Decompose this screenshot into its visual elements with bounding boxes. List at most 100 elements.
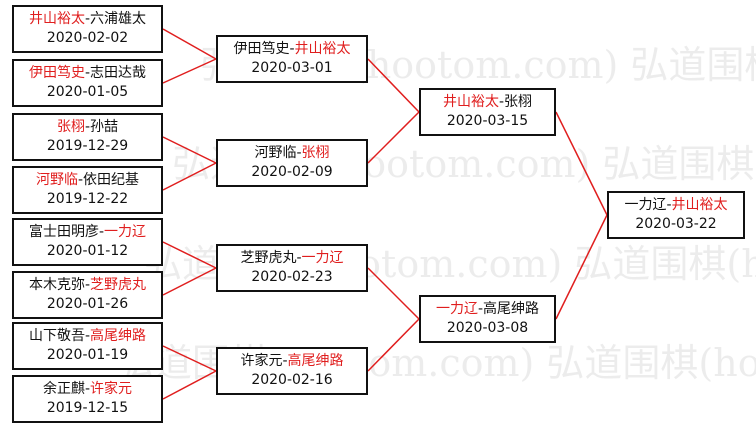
player-name: 河野临 [35,172,78,188]
match-players: 富士田明彦-一力辽 [29,223,146,242]
separator: - [84,65,91,81]
player-name: 一力辽 [301,250,344,266]
match-date: 2020-02-23 [251,269,333,285]
player-name: 伊田笃史 [28,65,85,81]
match-players: 伊田笃史-志田达哉 [29,64,146,83]
player-name: 余正麒 [42,381,85,397]
player-name: 张栩 [301,145,330,161]
player-name: 张栩 [56,119,85,135]
match-date: 2020-02-16 [251,372,333,388]
separator: - [98,224,105,240]
match-date: 2020-01-12 [46,243,129,259]
player-name: 六浦雄太 [90,11,147,27]
player-name: 志田达哉 [90,65,147,81]
player-name: 一力辽 [104,224,147,240]
match-date: 2020-03-08 [446,320,529,336]
player-name: 河野临 [254,145,297,161]
separator: - [296,250,302,266]
separator: - [498,94,505,110]
player-name: 高尾绅路 [90,328,147,344]
match-date: 2020-02-02 [46,30,129,46]
connector-line [162,162,217,191]
match-players: 井山裕太-六浦雄太 [29,10,146,29]
player-name: 芝野虎丸 [90,277,147,293]
connector-line [555,111,608,216]
match-date: 2020-01-26 [46,296,129,312]
match-players: 河野临-张栩 [254,144,329,163]
separator: - [84,381,91,397]
separator: - [296,145,302,161]
player-name: 井山裕太 [442,94,499,110]
player-name: 本木克弥 [28,277,85,293]
separator: - [477,301,484,317]
match-players: 余正麒-许家元 [43,380,132,399]
connector-line [162,58,217,84]
connector-line [367,58,420,113]
player-name: 依田纪基 [83,172,140,188]
separator: - [666,197,672,213]
player-name: 高尾绅路 [287,353,344,369]
match-players: 河野临-依田纪基 [36,171,139,190]
player-name: 许家元 [90,381,133,397]
separator: - [84,328,91,344]
connector-line [162,267,217,296]
connector-line [162,345,217,372]
player-name: 井山裕太 [28,11,85,27]
player-name: 山下敬吾 [28,328,85,344]
connector-line [367,267,420,320]
player-name: 井山裕太 [294,41,351,57]
match-players: 许家元-高尾绅路 [240,352,343,371]
separator: - [84,277,91,293]
player-name: 许家元 [240,353,283,369]
match-date: 2019-12-15 [46,400,129,416]
player-name: 井山裕太 [671,197,728,213]
separator: - [282,353,288,369]
connector-line [555,214,608,320]
separator: - [77,172,84,188]
separator: - [84,11,91,27]
match-date: 2020-01-05 [46,84,129,100]
match-players: 山下敬吾-高尾绅路 [29,327,146,346]
match-players: 一力辽-井山裕太 [624,196,727,215]
separator: - [289,41,295,57]
player-name: 一力辽 [435,301,478,317]
connector-line [162,28,217,60]
player-name: 富士田明彦 [28,224,99,240]
match-date: 2019-12-22 [46,191,129,207]
match-players: 本木克弥-芝野虎丸 [29,276,146,295]
player-name: 芝野虎丸 [240,250,297,266]
match-date: 2020-01-19 [46,347,129,363]
match-players: 伊田笃史-井山裕太 [233,40,350,59]
connector-line [162,370,217,400]
match-players: 芝野虎丸-一力辽 [240,249,343,268]
match-date: 2020-03-22 [635,216,717,232]
player-name: 张栩 [504,94,533,110]
connector-line [162,241,217,269]
player-name: 一力辽 [624,197,667,213]
match-players: 井山裕太-张栩 [443,93,532,112]
connector-line [367,111,420,164]
connector-line [162,136,217,164]
match-date: 2020-02-09 [251,164,333,180]
player-name: 伊田笃史 [233,41,290,57]
match-players: 一力辽-高尾绅路 [436,300,539,319]
separator: - [84,119,91,135]
connector-line [367,318,420,372]
match-date: 2020-03-01 [251,60,333,76]
